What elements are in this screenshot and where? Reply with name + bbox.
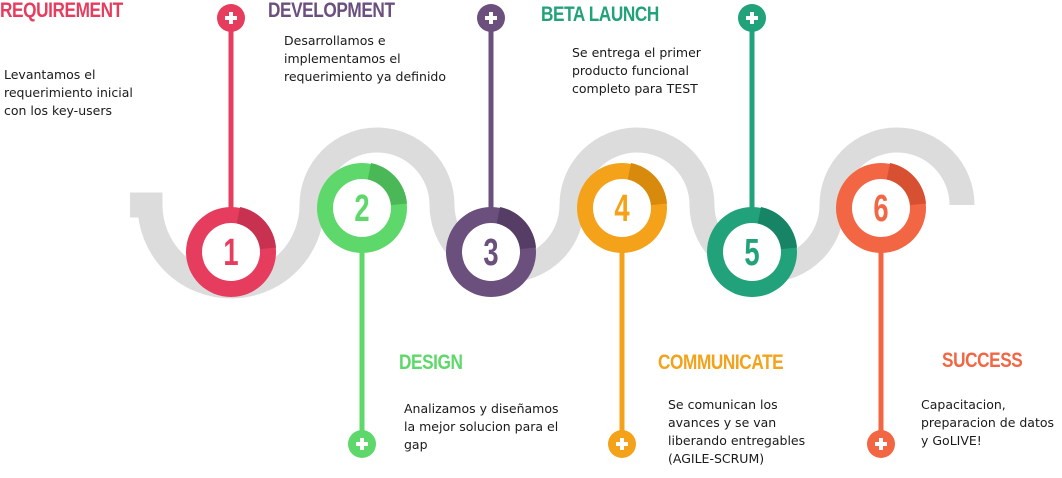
- step-number: 4: [614, 188, 630, 230]
- step-number: 2: [354, 188, 369, 230]
- step-2: 2: [317, 163, 407, 458]
- plus-icon: [485, 12, 497, 24]
- step-number: 6: [873, 188, 888, 230]
- step-number: 3: [483, 232, 498, 274]
- step-number: 5: [744, 232, 759, 274]
- step-inner-disc: [593, 179, 651, 237]
- step-description: Se entrega el primer producto funcional …: [572, 45, 701, 96]
- step-description: Se comunican los avances y se van libera…: [668, 397, 806, 466]
- step-4: 4: [577, 163, 667, 458]
- step-description: Levantamos el requerimiento inicial con …: [4, 67, 133, 118]
- step-title: SUCCESS: [942, 349, 1023, 372]
- plus-icon: [746, 12, 758, 24]
- step-title: BETA LAUNCH: [541, 3, 659, 26]
- step-3: 3: [446, 4, 536, 297]
- step-title: REQUIREMENT: [0, 0, 123, 22]
- plus-icon: [616, 438, 628, 450]
- step-description: Desarrollamos e implementamos el requeri…: [284, 33, 447, 84]
- plus-icon: [225, 12, 237, 24]
- winding-road: [130, 127, 975, 299]
- step-title: COMMUNICATE: [658, 351, 784, 374]
- step-title: DEVELOPMENT: [268, 0, 395, 22]
- step-inner-disc: [723, 223, 781, 281]
- step-6: 6: [836, 163, 926, 458]
- step-description: Capacitacion, preparacion de datos y GoL…: [921, 397, 1055, 448]
- step-inner-disc: [333, 179, 391, 237]
- plus-icon: [875, 438, 887, 450]
- step-5: 5: [707, 4, 797, 297]
- step-description: Analizamos y diseñamos la mejor solucion…: [404, 401, 559, 452]
- plus-icon: [356, 438, 368, 450]
- step-title: DESIGN: [399, 351, 463, 374]
- step-inner-disc: [852, 179, 910, 237]
- step-number: 1: [223, 232, 238, 274]
- step-1: 1: [186, 4, 276, 297]
- step-inner-disc: [462, 223, 520, 281]
- step-inner-disc: [202, 223, 260, 281]
